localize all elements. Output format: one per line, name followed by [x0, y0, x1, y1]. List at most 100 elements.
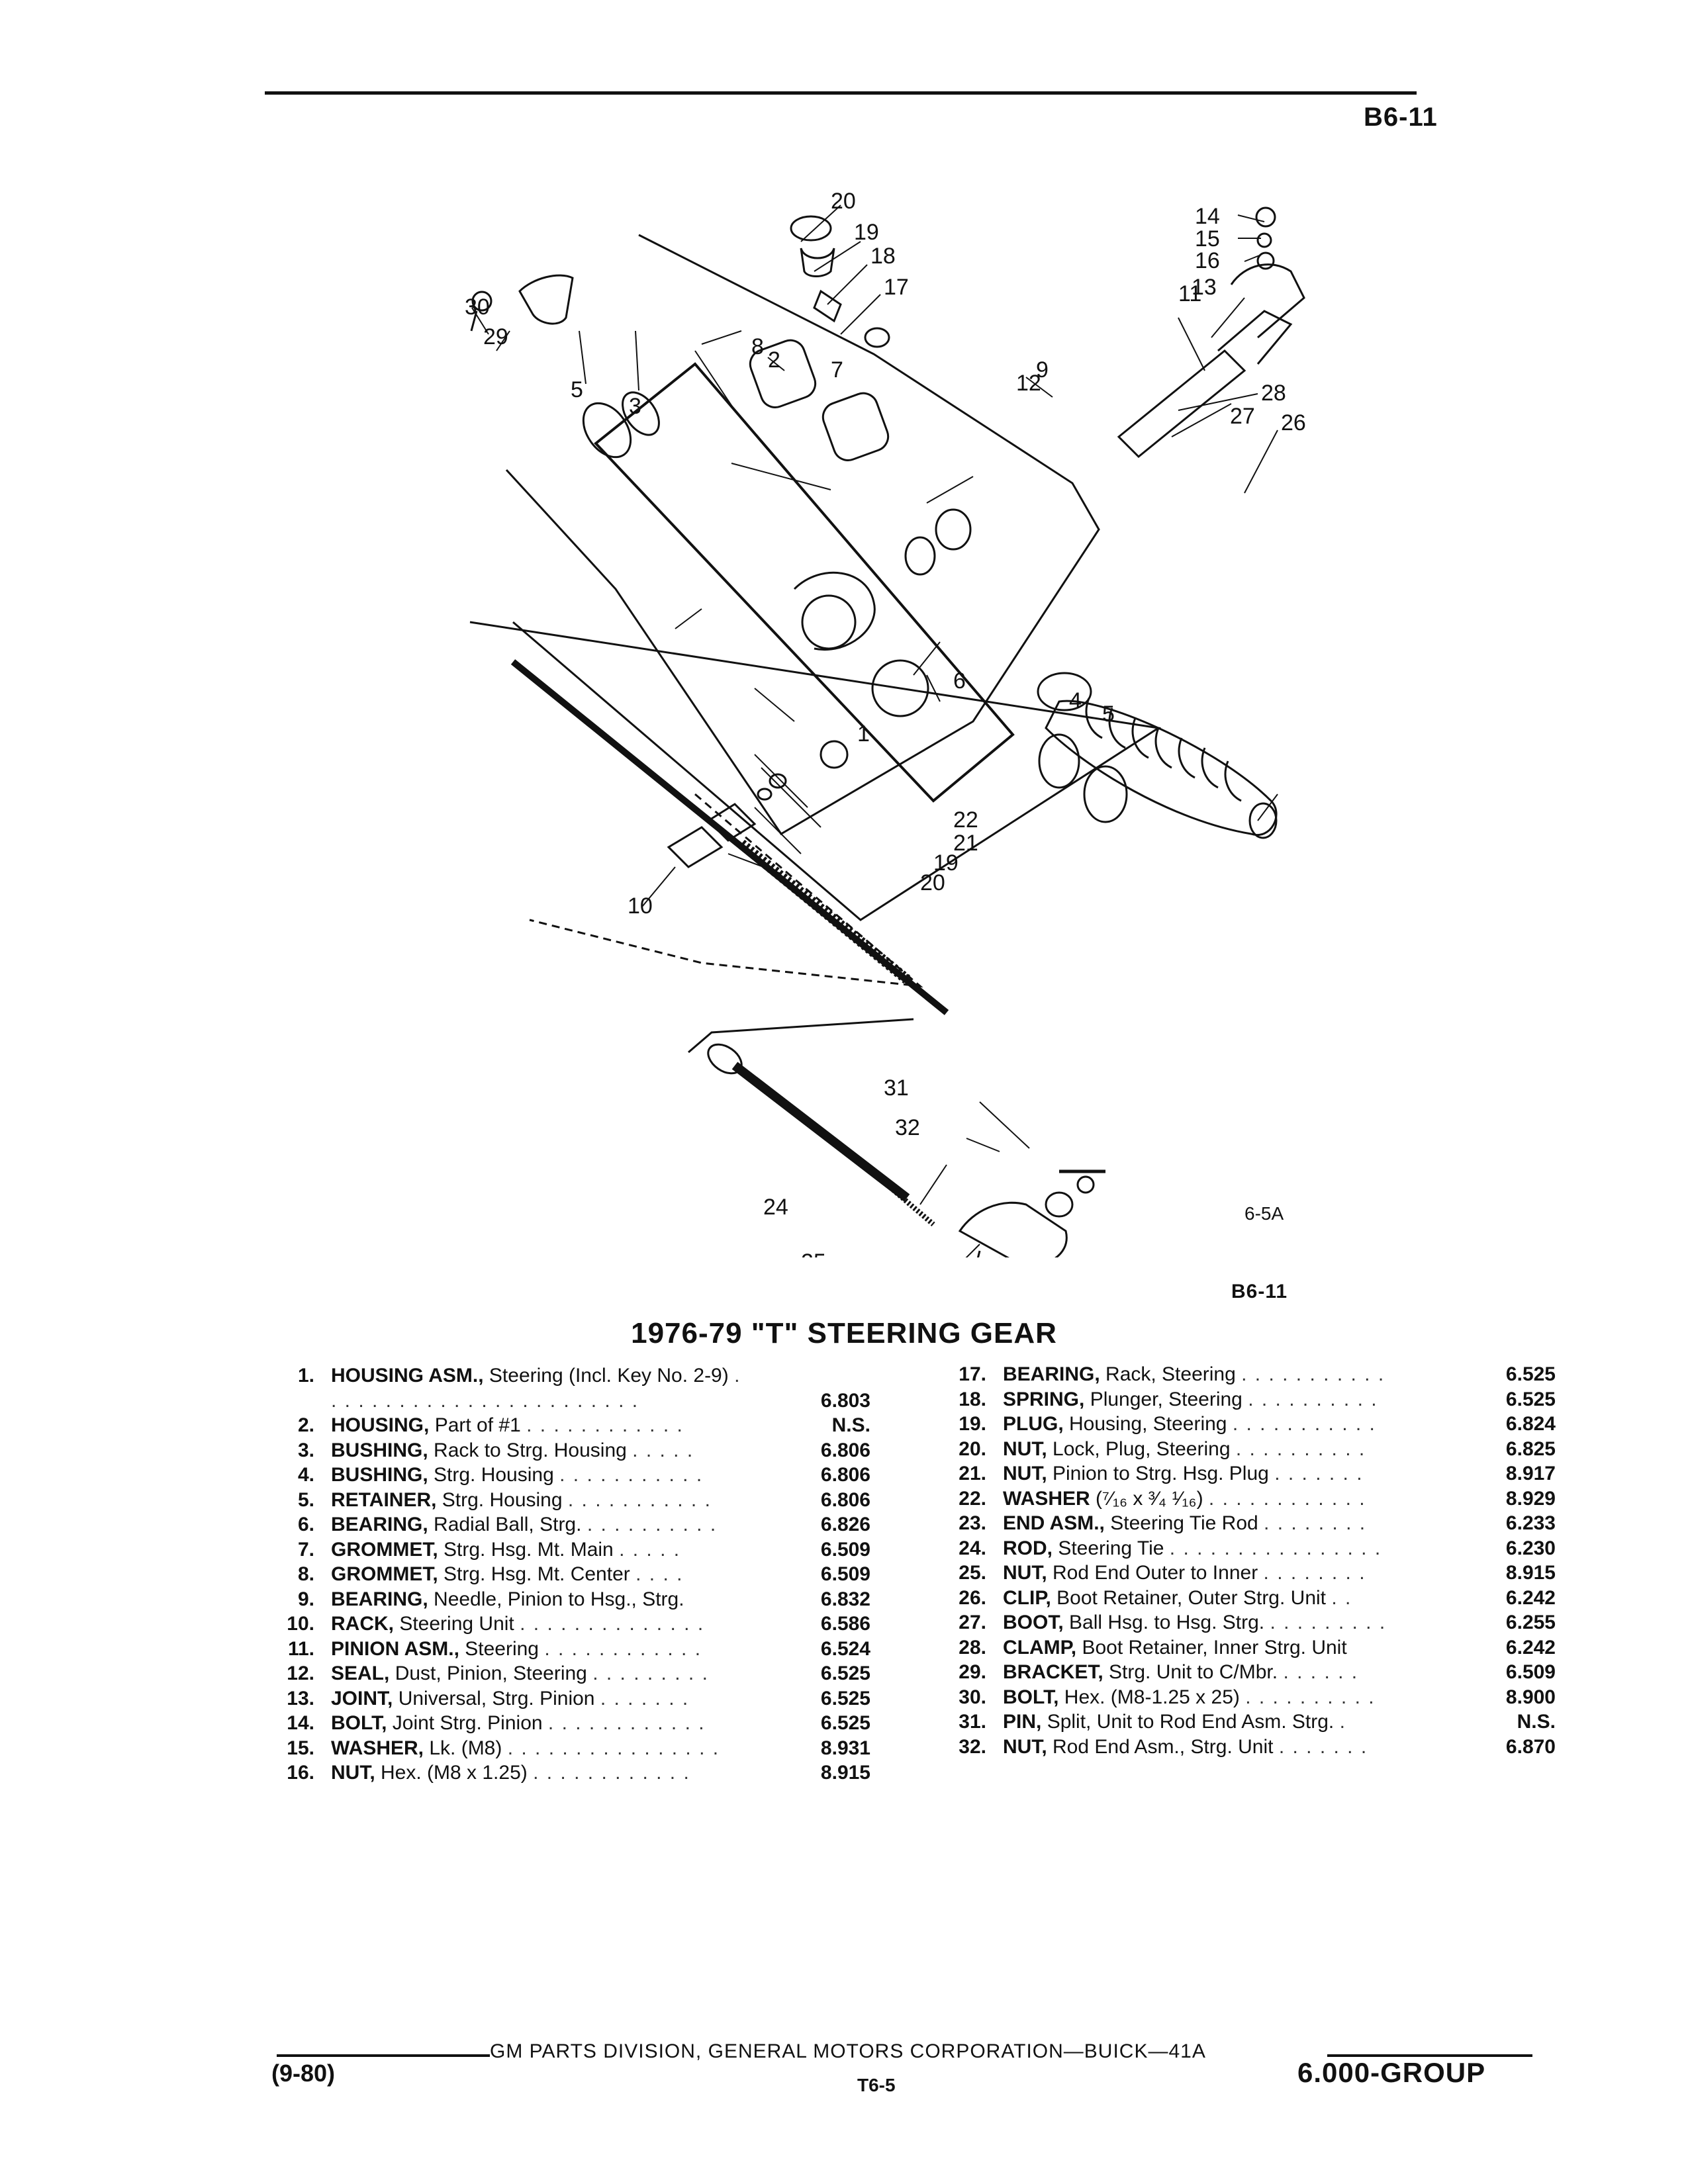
parts-row: 2. HOUSING, Part of #1 . . . . . . . . .…	[275, 1413, 930, 1438]
part-description: PINION ASM., Steering . . . . . . . . . …	[331, 1637, 702, 1660]
page-title: 1976-79 "T" STEERING GEAR	[631, 1317, 1057, 1349]
parts-row: 5. RETAINER, Strg. Housing . . . . . . .…	[275, 1488, 930, 1513]
part-description: CLAMP, Boot Retainer, Inner Strg. Unit	[1003, 1636, 1347, 1659]
callout-19b: 19	[933, 850, 959, 876]
part-group-code: 6.509	[820, 1563, 870, 1585]
parts-row: 4. BUSHING, Strg. Housing . . . . . . . …	[275, 1463, 930, 1488]
parts-row: 21. NUT, Pinion to Strg. Hsg. Plug . . .…	[947, 1461, 1602, 1486]
parts-row: 16. NUT, Hex. (M8 x 1.25) . . . . . . . …	[275, 1760, 930, 1786]
parts-row: 11. PINION ASM., Steering . . . . . . . …	[275, 1637, 930, 1662]
part-number: 17.	[959, 1363, 986, 1385]
callout-16: 16	[1195, 248, 1220, 273]
parts-row: 24. ROD, Steering Tie . . . . . . . . . …	[947, 1536, 1602, 1561]
parts-row: 9. BEARING, Needle, Pinion to Hsg., Strg…	[275, 1587, 930, 1612]
part-number: 16.	[287, 1762, 314, 1784]
footer-page-number: T6-5	[857, 2075, 896, 2095]
part-description: NUT, Rod End Asm., Strg. Unit . . . . . …	[1003, 1735, 1368, 1758]
parts-row: 31. PIN, Split, Unit to Rod End Asm. Str…	[947, 1709, 1602, 1735]
part-description: WASHER, Lk. (M8) . . . . . . . . . . . .…	[331, 1737, 720, 1759]
part-number: 28.	[959, 1636, 986, 1659]
parts-row: 26. CLIP, Boot Retainer, Outer Strg. Uni…	[947, 1586, 1602, 1611]
part-number: 20.	[959, 1437, 986, 1460]
part-number: 4.	[297, 1464, 314, 1486]
part-group-code: 6.525	[820, 1687, 870, 1709]
part-description: WASHER (⁷⁄₁₆ x ³⁄₄ ¹⁄₁₆) . . . . . . . .…	[1003, 1487, 1366, 1510]
part-group-code: N.S.	[831, 1414, 870, 1436]
callout-18: 18	[870, 244, 896, 269]
callout-15: 15	[1195, 226, 1220, 251]
callout-29: 29	[483, 324, 508, 349]
parts-row: 18. SPRING, Plunger, Steering . . . . . …	[947, 1387, 1602, 1412]
part-group-code: 6.233	[1505, 1512, 1556, 1534]
callout-11: 11	[1178, 281, 1201, 306]
parts-row: 8. GROMMET, Strg. Hsg. Mt. Center . . . …	[275, 1562, 930, 1587]
part-group-code: 8.929	[1505, 1487, 1556, 1510]
part-number: 15.	[287, 1737, 314, 1759]
callout-3: 3	[629, 394, 641, 419]
part-description: SEAL, Dust, Pinion, Steering . . . . . .…	[331, 1662, 709, 1684]
parts-row: 7. GROMMET, Strg. Hsg. Mt. Main . . . . …	[275, 1537, 930, 1563]
callout-22: 22	[953, 807, 978, 833]
part-group-code: 8.915	[1505, 1562, 1556, 1584]
part-number: 22.	[959, 1487, 986, 1510]
callout-7: 7	[831, 357, 843, 383]
part-description: BEARING, Radial Ball, Strg. . . . . . . …	[331, 1514, 718, 1535]
callout-1: 1	[857, 721, 870, 747]
top-rule	[265, 91, 1417, 95]
part-number: 12.	[287, 1662, 314, 1684]
part-description: JOINT, Universal, Strg. Pinion . . . . .…	[331, 1687, 690, 1709]
part-group-code: N.S.	[1517, 1711, 1556, 1733]
part-description: GROMMET, Strg. Hsg. Mt. Center . . . .	[331, 1563, 684, 1585]
parts-row: 13. JOINT, Universal, Strg. Pinion . . .…	[275, 1686, 930, 1711]
callout-2: 2	[768, 347, 780, 373]
part-group-code: 6.525	[1505, 1388, 1556, 1410]
part-number: 23.	[959, 1512, 986, 1534]
part-group-code: 8.900	[1505, 1686, 1556, 1708]
part-group-code: 6.586	[820, 1613, 870, 1635]
part-number: 32.	[959, 1735, 986, 1758]
part-description: CLIP, Boot Retainer, Outer Strg. Unit . …	[1003, 1586, 1352, 1609]
parts-row: 22. WASHER (⁷⁄₁₆ x ³⁄₄ ¹⁄₁₆) . . . . . .…	[947, 1486, 1602, 1512]
callout-32: 32	[895, 1115, 920, 1140]
part-group-code: 6.806	[820, 1488, 870, 1511]
part-description: END ASM., Steering Tie Rod . . . . . . .…	[1003, 1512, 1367, 1534]
part-group-code: 6.509	[820, 1538, 870, 1561]
parts-row: 3. BUSHING, Rack to Strg. Housing . . . …	[275, 1438, 930, 1463]
part-group-code: 6.870	[1505, 1735, 1556, 1758]
part-description: HOUSING, Part of #1 . . . . . . . . . . …	[331, 1414, 684, 1436]
callout-20a: 20	[831, 189, 856, 214]
part-description: NUT, Lock, Plug, Steering . . . . . . . …	[1003, 1437, 1366, 1460]
part-number: 6.	[297, 1514, 314, 1535]
part-group-code: 6.242	[1505, 1586, 1556, 1609]
part-group-code: 8.915	[820, 1762, 870, 1784]
steering-gear-exploded-diagram: 20 19 18 17 14 15 16 13 11 28 27 26 9 7 …	[465, 189, 1306, 1257]
part-number: 8.	[297, 1563, 314, 1585]
parts-row: 29. BRACKET, Strg. Unit to C/Mbr. . . . …	[947, 1660, 1602, 1685]
callout-4: 4	[1069, 688, 1082, 713]
part-group-code: 6.255	[1505, 1612, 1556, 1633]
page-code-bottom: B6-11	[1231, 1281, 1288, 1302]
part-number: 5.	[297, 1488, 314, 1511]
part-group-code: 6.525	[820, 1712, 870, 1734]
footer-rule-right	[1327, 2054, 1532, 2057]
part-description: BEARING, Rack, Steering . . . . . . . . …	[1003, 1363, 1385, 1385]
callout-20b: 20	[920, 870, 945, 895]
part-number: 25.	[959, 1562, 986, 1584]
part-group-code: 6.826	[820, 1514, 870, 1535]
part-description: NUT, Rod End Outer to Inner . . . . . . …	[1003, 1562, 1366, 1584]
part-description: BUSHING, Strg. Housing . . . . . . . . .…	[331, 1464, 704, 1486]
callout-27: 27	[1230, 404, 1255, 429]
part-group-code: 6.509	[1505, 1661, 1556, 1683]
part-number: 1.	[297, 1365, 314, 1387]
part-number: 2.	[297, 1414, 314, 1436]
part-description: RACK, Steering Unit . . . . . . . . . . …	[331, 1613, 705, 1635]
part-description: ROD, Steering Tie . . . . . . . . . . . …	[1003, 1537, 1382, 1559]
figure-code: 6-5A	[1244, 1203, 1284, 1224]
callout-30: 30	[465, 295, 490, 320]
part-group-code: 8.931	[820, 1737, 870, 1759]
part-description: HOUSING ASM., Steering (Incl. Key No. 2-…	[331, 1365, 741, 1412]
part-description: BRACKET, Strg. Unit to C/Mbr. . . . . . …	[1003, 1661, 1359, 1683]
parts-row: 6. BEARING, Radial Ball, Strg. . . . . .…	[275, 1512, 930, 1537]
part-number: 24.	[959, 1537, 986, 1559]
part-group-code: 6.230	[1505, 1537, 1556, 1559]
